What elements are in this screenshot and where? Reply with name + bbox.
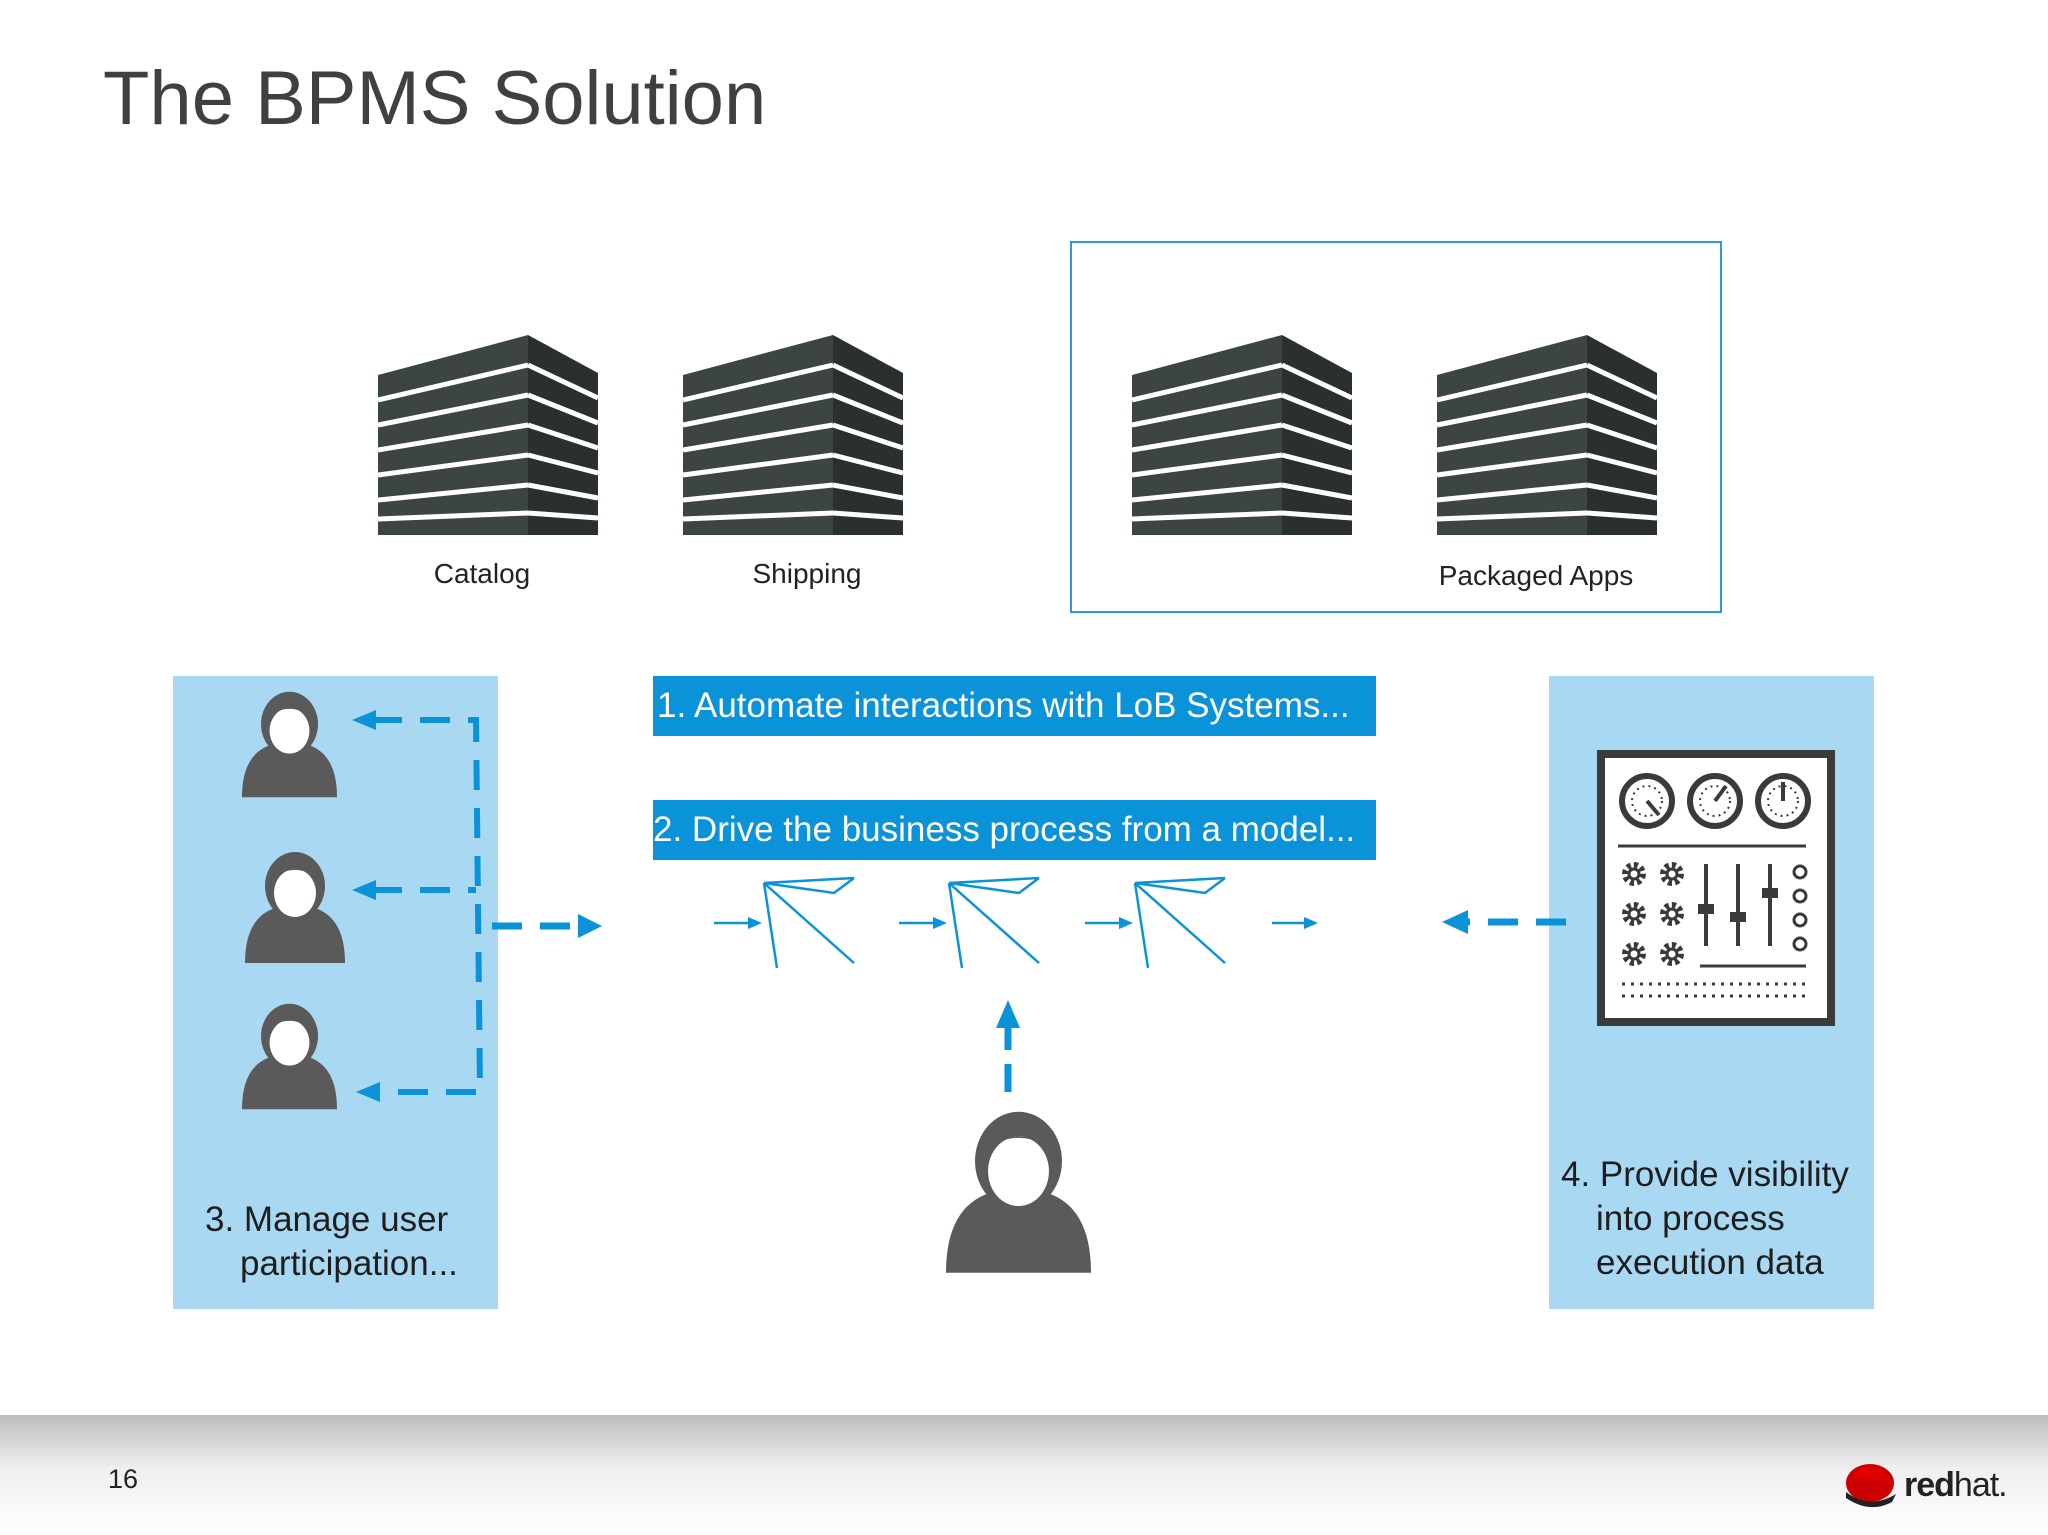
redhat-logo-icon <box>1846 1464 1896 1508</box>
catalog-label: Catalog <box>433 558 531 589</box>
user-dashed-connector <box>372 717 484 1095</box>
building-icon <box>683 335 903 535</box>
shipping-label: Shipping <box>752 558 862 589</box>
visibility-caption-line: 4. Provide visibility <box>1561 1155 1849 1194</box>
brand-bold: red <box>1904 1466 1955 1504</box>
person-icon <box>946 1111 1091 1273</box>
from-dashboard-arrow <box>1442 910 1566 934</box>
user-arrowheads <box>352 710 380 1102</box>
packaged-apps-frame <box>1070 241 1722 613</box>
packaged-apps-label: Packaged Apps <box>1438 560 1634 591</box>
slide-number: 16 <box>108 1464 139 1494</box>
to-process-arrow <box>492 914 602 938</box>
building-icon <box>1437 335 1657 535</box>
visibility-caption-line: execution data <box>1596 1243 1824 1282</box>
user-to-process-arrow <box>996 1000 1020 1092</box>
building-icon <box>378 335 598 535</box>
brand-light: hat. <box>1953 1466 2008 1504</box>
visibility-caption-line: into process <box>1596 1199 1785 1238</box>
building-icon <box>1132 335 1352 535</box>
manage-caption-line: participation... <box>240 1244 458 1283</box>
footer-band <box>0 1415 2048 1535</box>
automate-banner-bg <box>653 676 1376 736</box>
drive-banner: 2. Drive the business process from a mod… <box>653 810 1356 849</box>
visibility-caption: 4. Provide visibility into process execu… <box>1561 1153 1849 1285</box>
redhat-wordmark: redhat. <box>1904 1466 2008 1505</box>
manage-caption-line: 3. Manage user <box>205 1200 449 1239</box>
manage-caption: 3. Manage user participation... <box>205 1198 458 1286</box>
drive-banner-bg <box>653 800 1376 860</box>
page-title: The BPMS Solution <box>103 56 767 141</box>
process-flow-icon <box>712 876 1318 970</box>
dashboard-icon <box>1597 750 1835 1026</box>
automate-banner: 1. Automate interactions with LoB System… <box>657 686 1350 725</box>
